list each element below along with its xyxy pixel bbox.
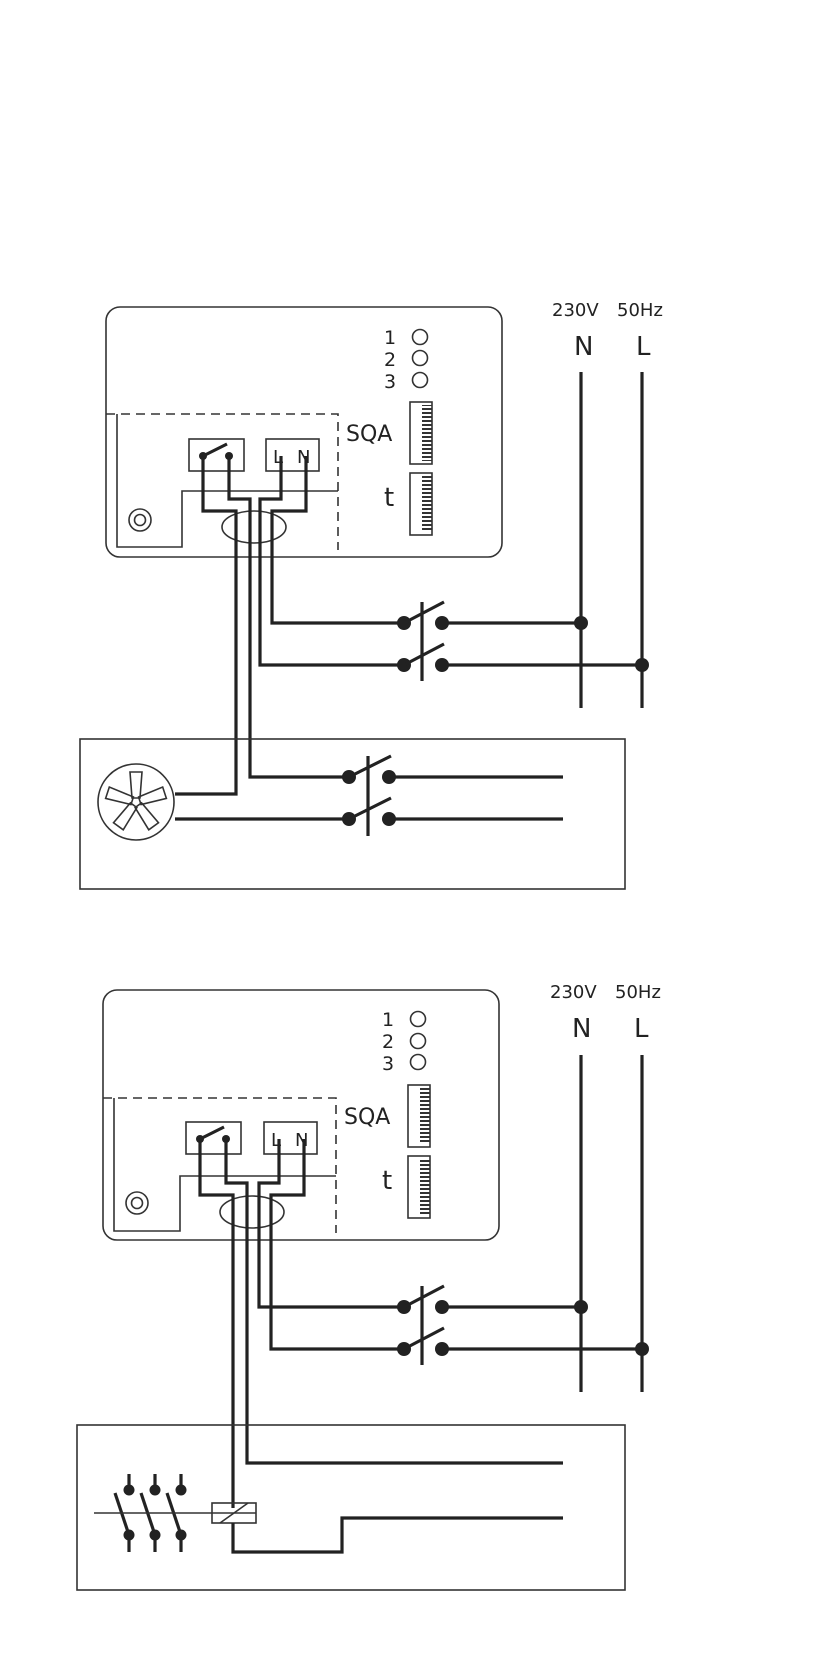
line-feed-wire [272, 456, 400, 623]
sensor-icon-inner [135, 515, 146, 526]
terminal-label-N: N [295, 1130, 308, 1151]
fan-live-wire [175, 456, 236, 794]
line-label: L [636, 332, 651, 362]
isolator-contact-dot [435, 616, 449, 630]
timer-label: t [382, 1166, 392, 1196]
neutral-feed-wire [260, 456, 400, 665]
speed-label-3: 3 [384, 371, 396, 393]
neutral-label: N [574, 332, 593, 362]
isolator-contact-dot [435, 1300, 449, 1314]
sqa-adjuster-teeth [420, 1088, 430, 1144]
line-junction-dot [635, 658, 649, 672]
wiring-diagram-fan: 230V 50Hz N L 1 2 3 SQA t L [80, 300, 663, 889]
fan-switched-wire [229, 456, 345, 777]
supply-voltage-label: 230V [552, 300, 599, 321]
relay-contact-blade [200, 1127, 224, 1139]
speed-indicator-1 [413, 330, 428, 345]
timer-label: t [384, 483, 394, 513]
speed-indicator-3 [413, 373, 428, 388]
cable-gland [220, 1196, 284, 1228]
speed-label-2: 2 [382, 1031, 394, 1053]
supply-frequency-label: 50Hz [617, 300, 663, 321]
sensor-icon [129, 509, 151, 531]
wiring-diagram-contactor: 230V 50Hz N L 1 2 3 SQA t L N [77, 982, 661, 1590]
relay-contact-terminal [186, 1122, 241, 1154]
speed-indicator-1 [411, 1012, 426, 1027]
isolator-contact-dot [435, 658, 449, 672]
speed-label-1: 1 [382, 1009, 394, 1031]
supply-voltage-label: 230V [550, 982, 597, 1003]
sqa-adjuster-teeth [422, 405, 432, 461]
supply-frequency-label: 50Hz [615, 982, 661, 1003]
speed-indicator-3 [411, 1055, 426, 1070]
controller-housing [103, 990, 499, 1240]
fan-blades-icon [106, 772, 167, 830]
speed-label-3: 3 [382, 1053, 394, 1075]
timer-adjuster-teeth [422, 476, 432, 532]
sqa-label: SQA [344, 1105, 390, 1130]
sensor-icon [126, 1192, 148, 1214]
neutral-junction-dot [574, 1300, 588, 1314]
speed-label-1: 1 [384, 327, 396, 349]
switched-output-wire [226, 1139, 563, 1463]
terminal-label-N: N [297, 447, 310, 468]
neutral-label: N [572, 1014, 591, 1044]
line-junction-dot [635, 1342, 649, 1356]
timer-adjuster-teeth [420, 1159, 430, 1215]
line-label: L [634, 1014, 649, 1044]
speed-indicator-2 [413, 351, 428, 366]
sqa-label: SQA [346, 422, 392, 447]
coil-return-wire [233, 1518, 563, 1552]
contactor-icon [94, 1474, 212, 1552]
relay-contact-blade [203, 444, 227, 456]
cable-gland [222, 511, 286, 543]
speed-label-2: 2 [384, 349, 396, 371]
controller-housing [106, 307, 502, 557]
isolator-contact-dot [435, 1342, 449, 1356]
coil-feed-wire [200, 1139, 233, 1508]
speed-indicator-2 [411, 1034, 426, 1049]
neutral-feed-wire [259, 1139, 400, 1307]
contactor-load-enclosure [77, 1425, 625, 1590]
sensor-icon-inner [132, 1198, 143, 1209]
fan-motor-icon [98, 764, 174, 840]
neutral-junction-dot [574, 616, 588, 630]
relay-contact-terminal [189, 439, 244, 471]
